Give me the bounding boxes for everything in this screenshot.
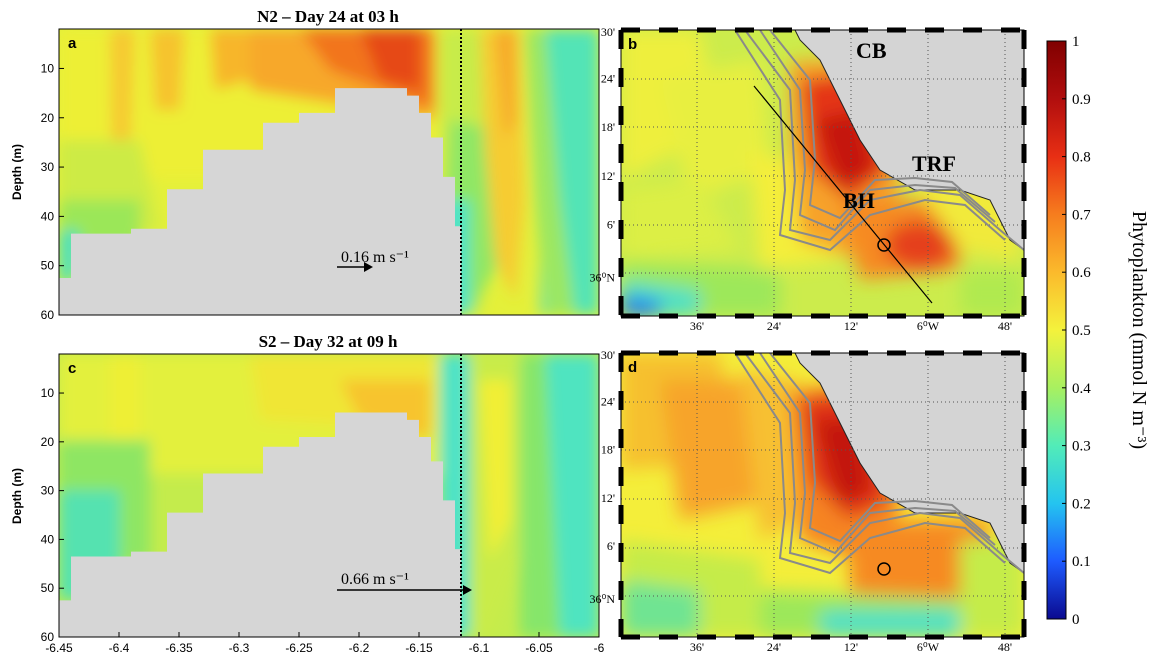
panel-b-station-marker xyxy=(877,238,891,252)
panel-b-frame xyxy=(618,27,1027,319)
panel-b-field xyxy=(621,30,1024,316)
panel-c-current-arrow: 0.66 m s⁻¹ xyxy=(337,571,472,595)
x-tick-label: -6.05 xyxy=(525,641,553,655)
colorbar-tick-label: 0.6 xyxy=(1072,265,1091,281)
panel-d-frame xyxy=(618,350,1027,640)
colorbar-tick-label: 0.4 xyxy=(1072,381,1091,397)
label-cb: CB xyxy=(856,38,887,63)
colorbar-tick-label: 0.1 xyxy=(1072,554,1091,570)
y-tick-label: 20 xyxy=(41,435,55,449)
panel-c-label: c xyxy=(68,360,76,377)
panel-a-title: N2 – Day 24 at 03 h xyxy=(257,7,399,26)
panel-c-arrow-label: 0.66 m s⁻¹ xyxy=(341,571,409,588)
lon-tick-label: 36' xyxy=(690,640,704,654)
panel-d-station-marker xyxy=(877,562,891,576)
y-tick-label: 30 xyxy=(41,160,55,174)
panel-d-isobaths xyxy=(734,353,1024,575)
lat-tick-label: 6' xyxy=(607,539,615,553)
panel-a-ylabel: Depth (m) xyxy=(10,144,24,200)
x-tick-label: -6.25 xyxy=(285,641,313,655)
y-tick-label: 10 xyxy=(41,386,55,400)
colorbar-tick-label: 0.5 xyxy=(1072,323,1091,339)
panel-a-field xyxy=(59,29,599,315)
panel-d-field xyxy=(621,353,1024,637)
x-tick-label: -6.45 xyxy=(45,641,73,655)
panel-a-label: a xyxy=(68,35,77,52)
lon-tick-label: 24' xyxy=(767,319,781,333)
x-tick-label: -6 xyxy=(594,641,605,655)
colorbar-tick-label: 0.3 xyxy=(1072,439,1091,455)
lat-tick-label: 30' xyxy=(601,348,615,362)
lat-tick-label: 12' xyxy=(601,491,615,505)
panel-d-label: d xyxy=(628,359,637,376)
panel-d-grid xyxy=(621,353,1024,637)
x-tick-label: -6.35 xyxy=(165,641,193,655)
lon-tick-label: 6⁰W xyxy=(917,640,940,654)
y-tick-label: 20 xyxy=(41,111,55,125)
lat-tick-label: 24' xyxy=(601,72,615,86)
panel-c-seabed xyxy=(59,412,461,637)
panel-b: b CB TRF BH 30' 24' 18' 12' 6' 36⁰N 36' 24' 12'… xyxy=(590,25,1027,333)
lon-tick-label: 6⁰W xyxy=(917,319,940,333)
lat-tick-label: 6' xyxy=(607,217,615,231)
lon-tick-label: 36' xyxy=(690,319,704,333)
colorbar-tick-label: 0 xyxy=(1072,612,1080,628)
panel-b-isobaths xyxy=(734,30,1024,252)
y-tick-label: 10 xyxy=(41,61,55,75)
panel-c: S2 – Day 32 at 09 h c 0. xyxy=(10,332,605,655)
lat-tick-label: 30' xyxy=(601,25,615,39)
lat-tick-label: 18' xyxy=(601,120,615,134)
x-tick-label: -6.3 xyxy=(229,641,250,655)
x-tick-label: -6.15 xyxy=(405,641,433,655)
y-tick-label: 60 xyxy=(41,630,55,644)
colorbar-tick-label: 0.7 xyxy=(1072,207,1091,223)
colorbar-tick-label: 0.8 xyxy=(1072,150,1091,166)
lat-tick-label: 24' xyxy=(601,394,615,408)
colorbar-tick-label: 0.2 xyxy=(1072,496,1091,512)
x-tick-label: -6.4 xyxy=(109,641,130,655)
lon-tick-label: 24' xyxy=(767,640,781,654)
y-tick-label: 50 xyxy=(41,581,55,595)
lat-tick-label: 36⁰N xyxy=(590,592,616,606)
panel-a-y-ticks: 10 20 30 40 50 60 xyxy=(41,61,64,322)
panel-d-lat-ticks: 30' 24' 18' 12' 6' 36⁰N xyxy=(590,348,616,606)
lon-tick-label: 48' xyxy=(998,640,1012,654)
colorbar-tick-label: 0.9 xyxy=(1072,92,1091,108)
y-tick-label: 60 xyxy=(41,308,55,322)
colorbar-ticks: 0 0.1 0.2 0.3 0.4 0.5 0.6 0.7 0.8 0.9 1 xyxy=(1062,34,1091,628)
lat-tick-label: 36⁰N xyxy=(590,271,616,285)
panel-c-title: S2 – Day 32 at 09 h xyxy=(259,332,398,351)
y-tick-label: 40 xyxy=(41,209,55,223)
label-trf: TRF xyxy=(912,151,956,176)
y-tick-label: 30 xyxy=(41,484,55,498)
colorbar: 0 0.1 0.2 0.3 0.4 0.5 0.6 0.7 0.8 0.9 1 Phytoplank… xyxy=(1046,34,1150,628)
panel-b-lat-ticks: 30' 24' 18' 12' 6' 36⁰N xyxy=(590,25,616,285)
x-tick-label: -6.2 xyxy=(349,641,370,655)
panel-c-y-ticks: 10 20 30 40 50 60 xyxy=(41,386,64,644)
panel-b-transect-line xyxy=(753,85,933,304)
panel-a-seabed xyxy=(59,88,461,315)
y-tick-label: 40 xyxy=(41,532,55,546)
panel-a-arrow-label: 0.16 m s⁻¹ xyxy=(341,249,409,266)
lon-tick-label: 12' xyxy=(844,640,858,654)
y-tick-label: 50 xyxy=(41,259,55,273)
lat-tick-label: 18' xyxy=(601,443,615,457)
panel-b-label: b xyxy=(628,36,637,53)
colorbar-label: Phytoplankton (mmol N m⁻³) xyxy=(1128,211,1150,449)
lat-tick-label: 12' xyxy=(601,169,615,183)
panel-a: N2 – Day 24 at 03 h xyxy=(10,7,600,322)
panel-c-ylabel: Depth (m) xyxy=(10,468,24,524)
panel-c-x-ticks: -6.45 -6.4 -6.35 -6.3 -6.25 -6.2 -6.15 -6.1 -6.0… xyxy=(45,632,605,655)
x-tick-label: -6.1 xyxy=(469,641,490,655)
colorbar-tick-label: 1 xyxy=(1072,34,1080,50)
panel-d-lon-ticks: 36' 24' 12' 6⁰W 48' xyxy=(690,640,1012,654)
panel-b-lon-ticks: 36' 24' 12' 6⁰W 48' xyxy=(690,319,1012,333)
panel-d: d 30' 24' 18' 12' 6' 36⁰N 36' 24' 12' 6⁰W 48' xyxy=(590,348,1027,654)
panel-c-field xyxy=(59,354,599,637)
lon-tick-label: 48' xyxy=(998,319,1012,333)
lon-tick-label: 12' xyxy=(844,319,858,333)
label-bh: BH xyxy=(843,188,875,213)
panel-a-current-arrow: 0.16 m s⁻¹ xyxy=(337,249,409,272)
